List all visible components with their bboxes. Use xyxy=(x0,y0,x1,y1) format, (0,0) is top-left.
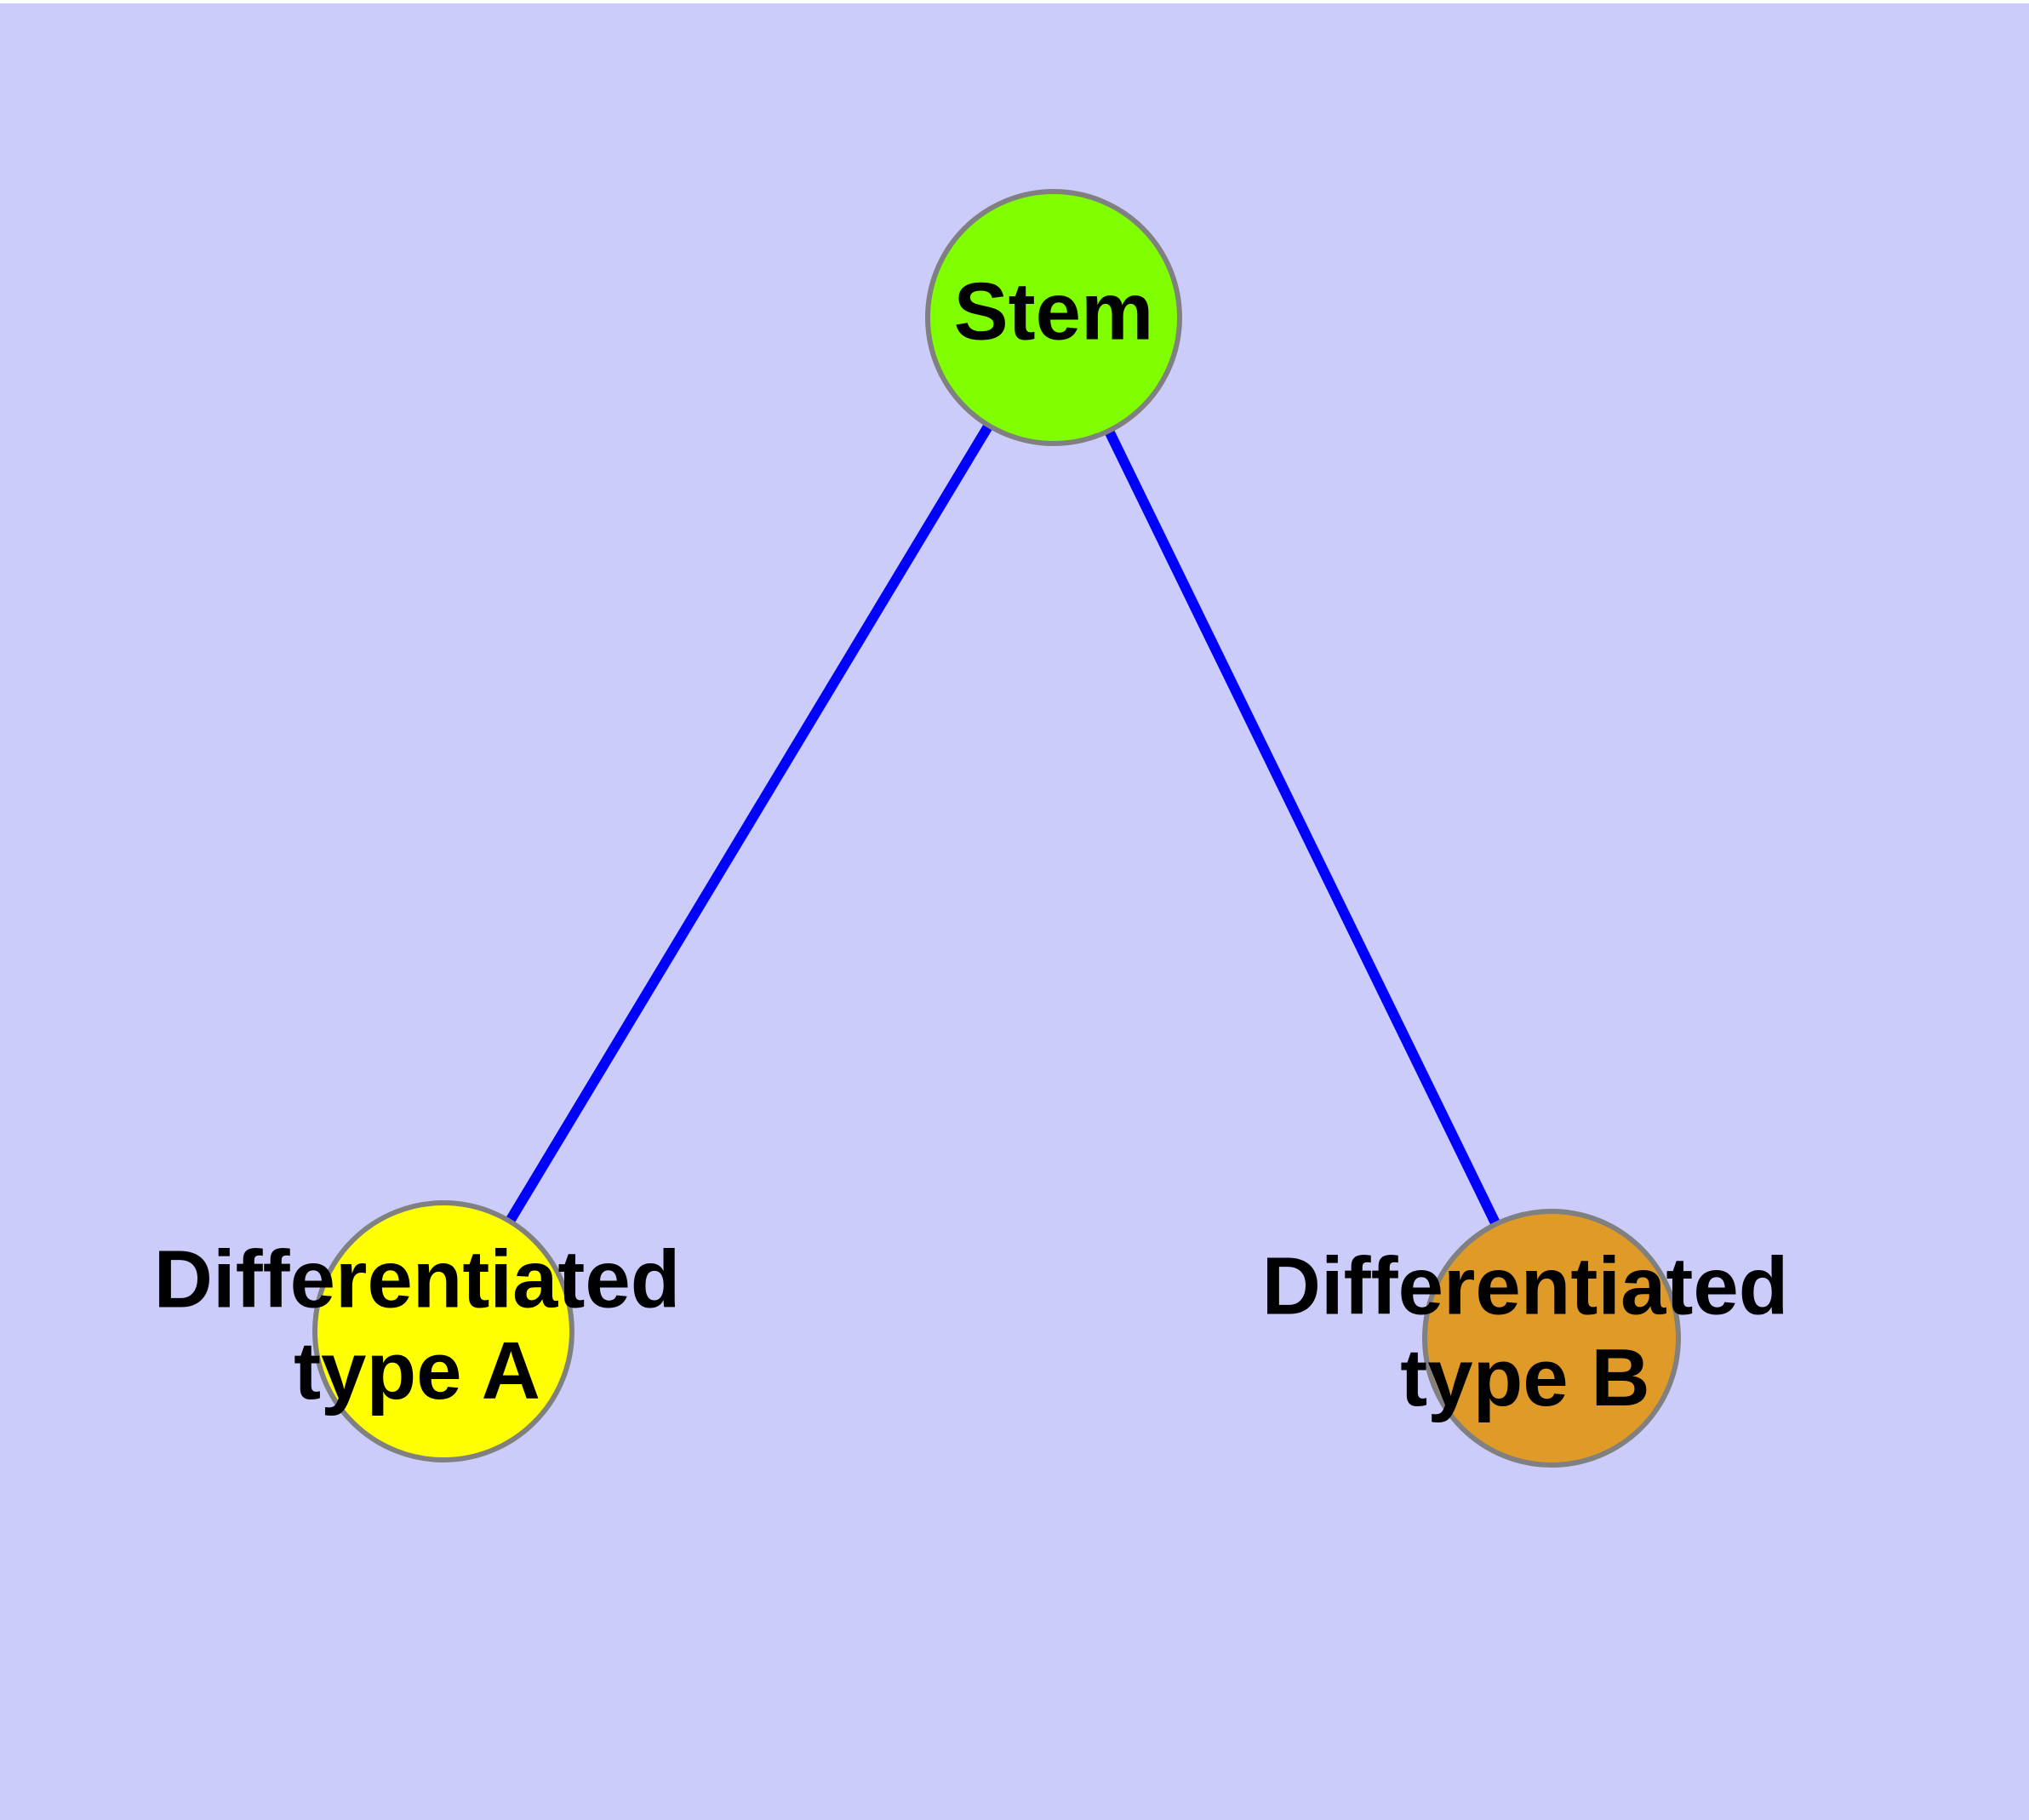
differentiated-type-b-node-circle[interactable] xyxy=(1422,1209,1681,1468)
differentiated-type-b-label-line2: type B xyxy=(1400,1332,1649,1423)
stem-node-label: Stem xyxy=(954,266,1154,357)
node-differentiated-type-b[interactable]: Differentiated type B xyxy=(1262,1209,1789,1468)
edges-layer xyxy=(505,422,1501,1227)
node-stem[interactable]: Stem xyxy=(925,189,1182,446)
edge-stem-to-differentiated-type-b[interactable] xyxy=(1104,428,1501,1227)
differentiated-type-a-label-line1: Differentiated xyxy=(154,1234,681,1325)
differentiated-type-a-label-line2: type A xyxy=(294,1325,540,1417)
edge-stem-to-differentiated-type-a[interactable] xyxy=(505,422,993,1224)
differentiated-type-a-node-circle[interactable] xyxy=(312,1200,574,1462)
stem-node-circle[interactable] xyxy=(925,189,1182,446)
differentiated-type-b-label-line1: Differentiated xyxy=(1262,1241,1789,1332)
node-differentiated-type-a[interactable]: Differentiated type A xyxy=(154,1200,681,1462)
